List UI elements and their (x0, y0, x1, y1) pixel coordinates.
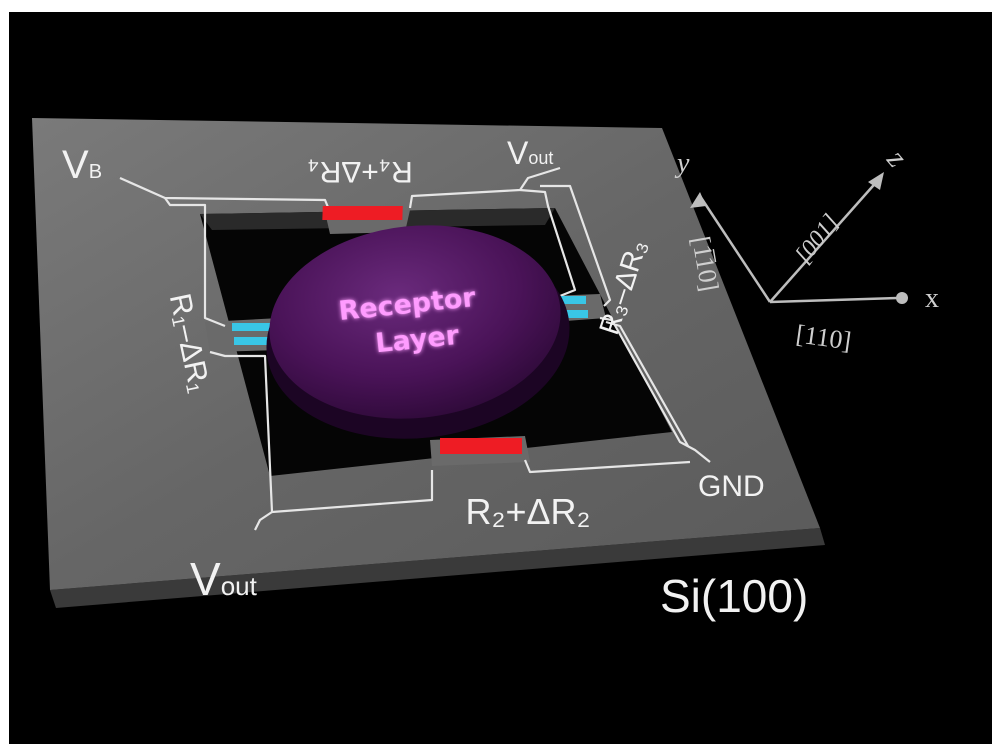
vb-label: VB (62, 143, 102, 187)
r4-label: R₄+ΔR₄ (307, 155, 412, 188)
crystal-axes (690, 172, 908, 304)
gnd-label: GND (698, 470, 765, 503)
dir-110-label: [110] (794, 319, 853, 355)
axis-x-label: x (925, 283, 939, 314)
axis-z-label: z (880, 143, 914, 174)
resistor-r1 (232, 323, 284, 331)
resistor-r1-lower (234, 337, 286, 345)
vout-top-right-label: Vout (507, 135, 553, 171)
receptor-disc (269, 225, 561, 419)
dir-001-label: [001] (790, 210, 844, 269)
resistor-r2 (440, 438, 522, 454)
chip-edge (50, 528, 825, 608)
axis-y-label: y (674, 148, 690, 179)
vout-bottom-left-label: Vout (190, 553, 258, 605)
resistor-r4 (322, 206, 403, 220)
r2-label: R₂+ΔR₂ (465, 491, 590, 532)
resistor-r3-lower (552, 310, 588, 318)
substrate-label: Si(100) (660, 570, 808, 622)
resistor-r3 (550, 296, 586, 304)
